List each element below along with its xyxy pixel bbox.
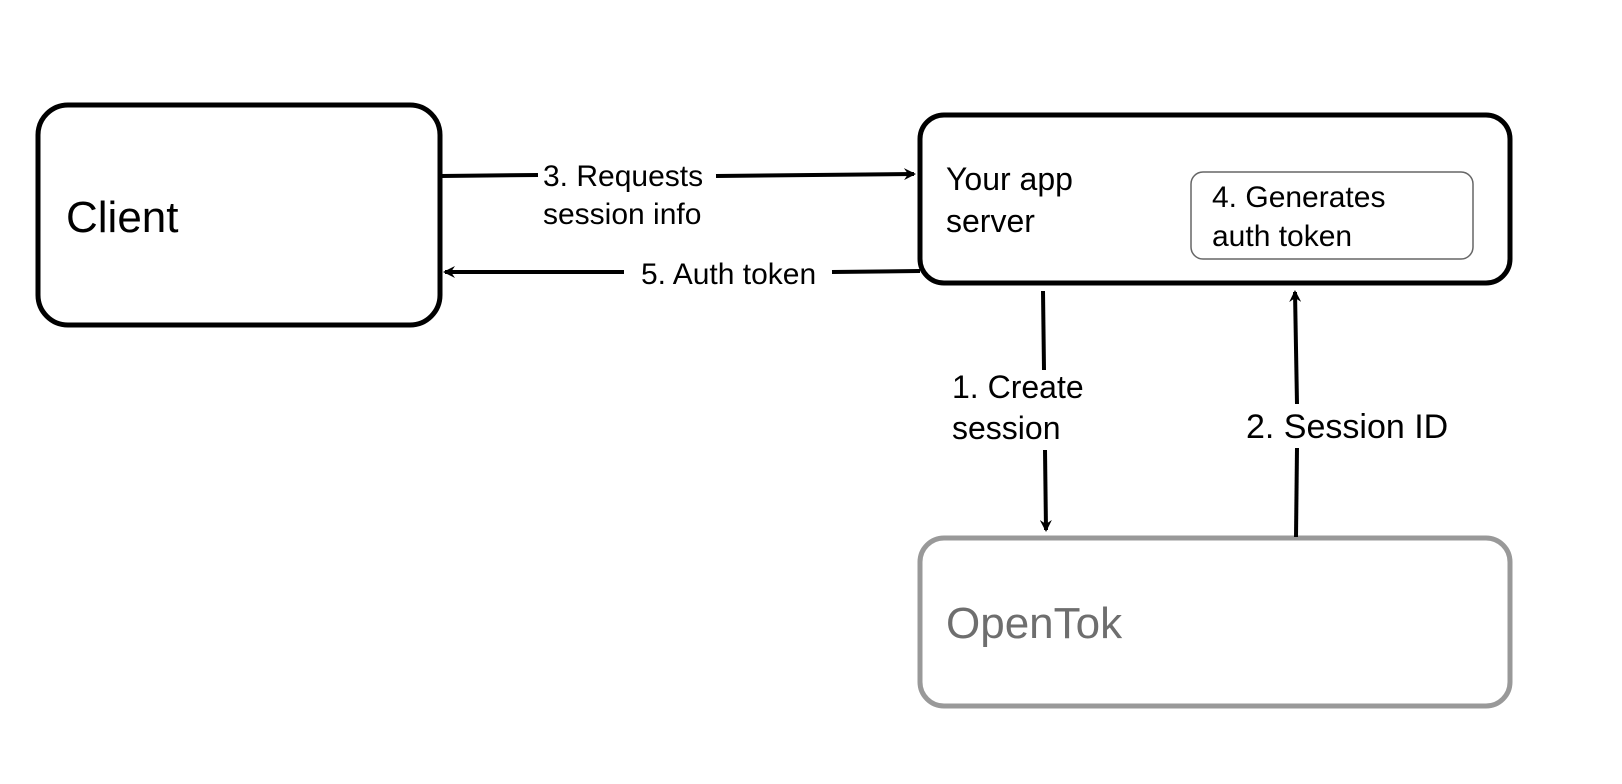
app-server-label-line2: server — [946, 203, 1035, 239]
edge-create-session-line-a — [1041, 290, 1046, 371]
opentok-box — [917, 535, 1513, 709]
edge-create-session: 1. Create session — [952, 290, 1084, 532]
edge-requests-session-info-label-line2: session info — [543, 198, 701, 231]
edge-requests-session-info: 3. Requests session info — [440, 160, 916, 231]
edge-session-id-line-b — [1289, 290, 1302, 405]
token-generator-label-line1: 4. Generates — [1212, 181, 1385, 214]
app-server-label-line1: Your app — [946, 161, 1073, 197]
edge-auth-token-line-a — [831, 269, 921, 274]
edge-create-session-label-line2: session — [952, 410, 1061, 446]
edge-auth-token: 5. Auth token — [443, 258, 921, 291]
edge-requests-session-info-line-b — [715, 168, 916, 181]
client-box — [35, 102, 443, 328]
client-label: Client — [66, 193, 179, 242]
edge-session-id-label: 2. Session ID — [1246, 408, 1448, 446]
edge-create-session-line-b — [1039, 449, 1052, 532]
edge-create-session-label-line1: 1. Create — [952, 369, 1084, 405]
edge-requests-session-info-label-line1: 3. Requests — [543, 160, 703, 193]
opentok-node: OpenTok — [917, 535, 1513, 709]
token-generator-label-line2: auth token — [1212, 220, 1352, 253]
token-generator-box — [1190, 171, 1474, 260]
edge-session-id-line-a — [1294, 447, 1299, 538]
edge-auth-token-label: 5. Auth token — [641, 258, 816, 291]
client-node: Client — [35, 102, 443, 328]
app-server-node: Your app server 4. Generates auth token — [917, 112, 1513, 286]
edge-session-id: 2. Session ID — [1246, 290, 1448, 538]
token-generator-node: 4. Generates auth token — [1190, 171, 1474, 260]
edge-requests-session-info-line-a — [440, 173, 539, 178]
opentok-label: OpenTok — [946, 599, 1123, 648]
